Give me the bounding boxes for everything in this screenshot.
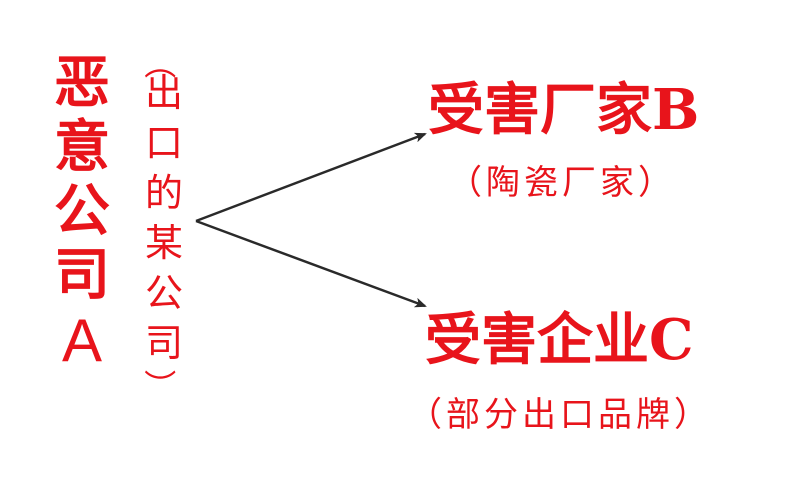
- arrow-to-victim-c: [195, 219, 427, 308]
- victim-c-title: 受害企业C: [425, 307, 694, 373]
- victim-b-note: （陶瓷厂家）: [448, 163, 676, 203]
- note-char: 出: [144, 71, 183, 115]
- company-a-char: 意: [54, 114, 110, 180]
- company-a-char: 公: [54, 178, 110, 244]
- victim-c-note: （部分出口品牌）: [408, 395, 712, 435]
- victim-b-title: 受害厂家B: [428, 77, 700, 143]
- company-a-char: 恶: [54, 50, 110, 116]
- note-char: 公: [144, 271, 183, 315]
- note-char: 口: [144, 121, 183, 165]
- company-a-note: （ 出 口 的 某 公 司 ）: [140, 47, 186, 401]
- note-char: 的: [144, 171, 183, 215]
- arrow-to-victim-b: [195, 132, 427, 223]
- malicious-company-label: 恶 意 公 司 A: [52, 55, 112, 375]
- company-a-letter: A: [61, 307, 103, 374]
- note-char: 司: [144, 321, 183, 365]
- company-a-char: 司: [54, 242, 110, 308]
- note-char: 某: [144, 221, 183, 265]
